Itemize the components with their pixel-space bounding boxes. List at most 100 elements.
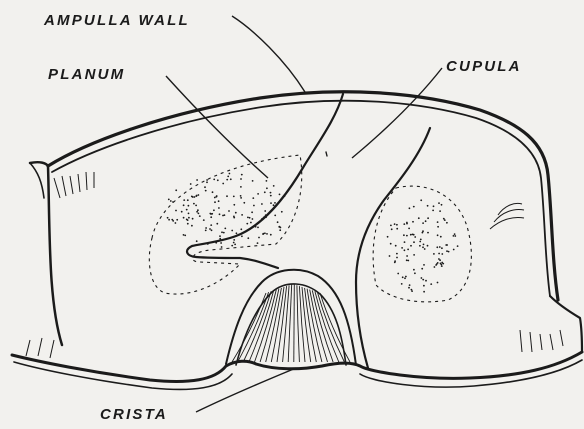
stipple-dot xyxy=(266,233,268,235)
stipple-dot xyxy=(221,231,223,233)
leader-crista xyxy=(196,368,296,412)
stipple-dot xyxy=(250,222,252,224)
label-cupula: CUPULA xyxy=(446,58,522,75)
stipple-dot xyxy=(422,246,424,248)
stipple-dot xyxy=(216,223,218,225)
stipple-dot xyxy=(453,249,455,251)
stipple-dot xyxy=(233,204,235,206)
stipple-dot xyxy=(435,264,437,266)
stipple-dot xyxy=(425,280,427,282)
stipple-dot xyxy=(229,173,231,175)
stipple-dot xyxy=(396,253,398,255)
stipple-dot xyxy=(401,247,403,249)
stipple-dot xyxy=(252,197,254,199)
leader-planum xyxy=(166,76,268,178)
stipple-dot xyxy=(210,216,212,218)
stipple-dot xyxy=(412,234,414,236)
stipple-dot xyxy=(198,194,200,196)
stipple-dot xyxy=(226,179,228,181)
stipple-dot xyxy=(405,276,407,278)
stipple-dot xyxy=(243,202,245,204)
stipple-dot xyxy=(440,236,442,238)
stipple-dot xyxy=(439,259,441,261)
stipple-dot xyxy=(410,234,412,236)
stipple-dot xyxy=(419,241,421,243)
stipple-dot xyxy=(240,178,242,180)
crista-hair-line xyxy=(294,284,295,362)
stipple-dot xyxy=(397,273,399,275)
label-ampulla-wall: AMPULLA WALL xyxy=(43,12,190,29)
stipple-dot xyxy=(404,249,406,251)
stipple-dot xyxy=(406,235,408,237)
stipple-dot xyxy=(279,229,281,231)
stipple-dot xyxy=(396,257,398,259)
stipple-dot xyxy=(203,219,205,221)
stipple-dot xyxy=(390,243,392,245)
stipple-dot xyxy=(252,180,254,182)
stipple-dot xyxy=(454,233,456,235)
leader-ampulla-wall xyxy=(232,16,305,92)
stipple-dot xyxy=(446,222,448,224)
planum-dots-left xyxy=(167,173,286,248)
stipple-dot xyxy=(423,244,425,246)
stipple-dot xyxy=(226,195,228,197)
planum-dots-right xyxy=(387,199,459,292)
stipple-dot xyxy=(218,200,220,202)
stipple-dot xyxy=(443,218,445,220)
stipple-dot xyxy=(273,204,275,206)
stipple-dot xyxy=(257,227,259,229)
crista-hair-line xyxy=(297,285,300,362)
stipple-dot xyxy=(433,205,435,207)
stipple-dot xyxy=(423,285,425,287)
stipple-dot xyxy=(222,183,224,185)
stipple-dot xyxy=(407,260,409,262)
crista xyxy=(226,270,356,365)
stipple-dot xyxy=(168,199,170,201)
stipple-dot xyxy=(251,211,253,213)
stipple-dot xyxy=(224,228,226,230)
stipple-dot xyxy=(205,190,207,192)
stipple-dot xyxy=(437,282,439,284)
stipple-dot xyxy=(279,226,281,228)
stipple-dot xyxy=(233,242,235,244)
stipple-dot xyxy=(408,228,410,230)
stipple-dot xyxy=(408,287,410,289)
stipple-dot xyxy=(279,194,281,196)
stipple-dot xyxy=(266,180,268,182)
crista-hair-line xyxy=(299,286,305,362)
stipple-dot xyxy=(281,211,283,213)
stipple-dot xyxy=(433,253,435,255)
stipple-dot xyxy=(219,235,221,237)
ampulla-wall-outline xyxy=(48,92,558,300)
stipple-dot xyxy=(193,203,195,205)
stipple-dot xyxy=(257,242,259,244)
stipple-dot xyxy=(241,214,243,216)
stipple-dot xyxy=(240,228,242,230)
stipple-dot xyxy=(211,229,213,231)
stipple-dot xyxy=(420,239,422,241)
stipple-dot xyxy=(183,199,185,201)
stipple-dot xyxy=(172,201,174,203)
stipple-dot xyxy=(413,269,415,271)
stipple-dot xyxy=(241,174,243,176)
stipple-dot xyxy=(438,253,440,255)
stipple-dot xyxy=(270,234,272,236)
stipple-dot xyxy=(409,284,411,286)
stipple-dot xyxy=(403,234,405,236)
stipple-dot xyxy=(401,283,403,285)
stipple-dot xyxy=(231,230,233,232)
stipple-dot xyxy=(439,210,441,212)
stipple-dot xyxy=(406,255,408,257)
stipple-dot xyxy=(402,276,404,278)
stipple-dot xyxy=(184,235,186,237)
stipple-dot xyxy=(228,210,230,212)
stipple-dot xyxy=(246,223,248,225)
stipple-dot xyxy=(421,268,423,270)
stipple-dot xyxy=(436,246,438,248)
stipple-dot xyxy=(427,245,429,247)
stipple-dot xyxy=(231,245,233,247)
stipple-dot xyxy=(410,245,412,247)
stipple-dot xyxy=(262,233,264,235)
stipple-dot xyxy=(188,213,190,215)
stipple-dot xyxy=(257,193,259,195)
